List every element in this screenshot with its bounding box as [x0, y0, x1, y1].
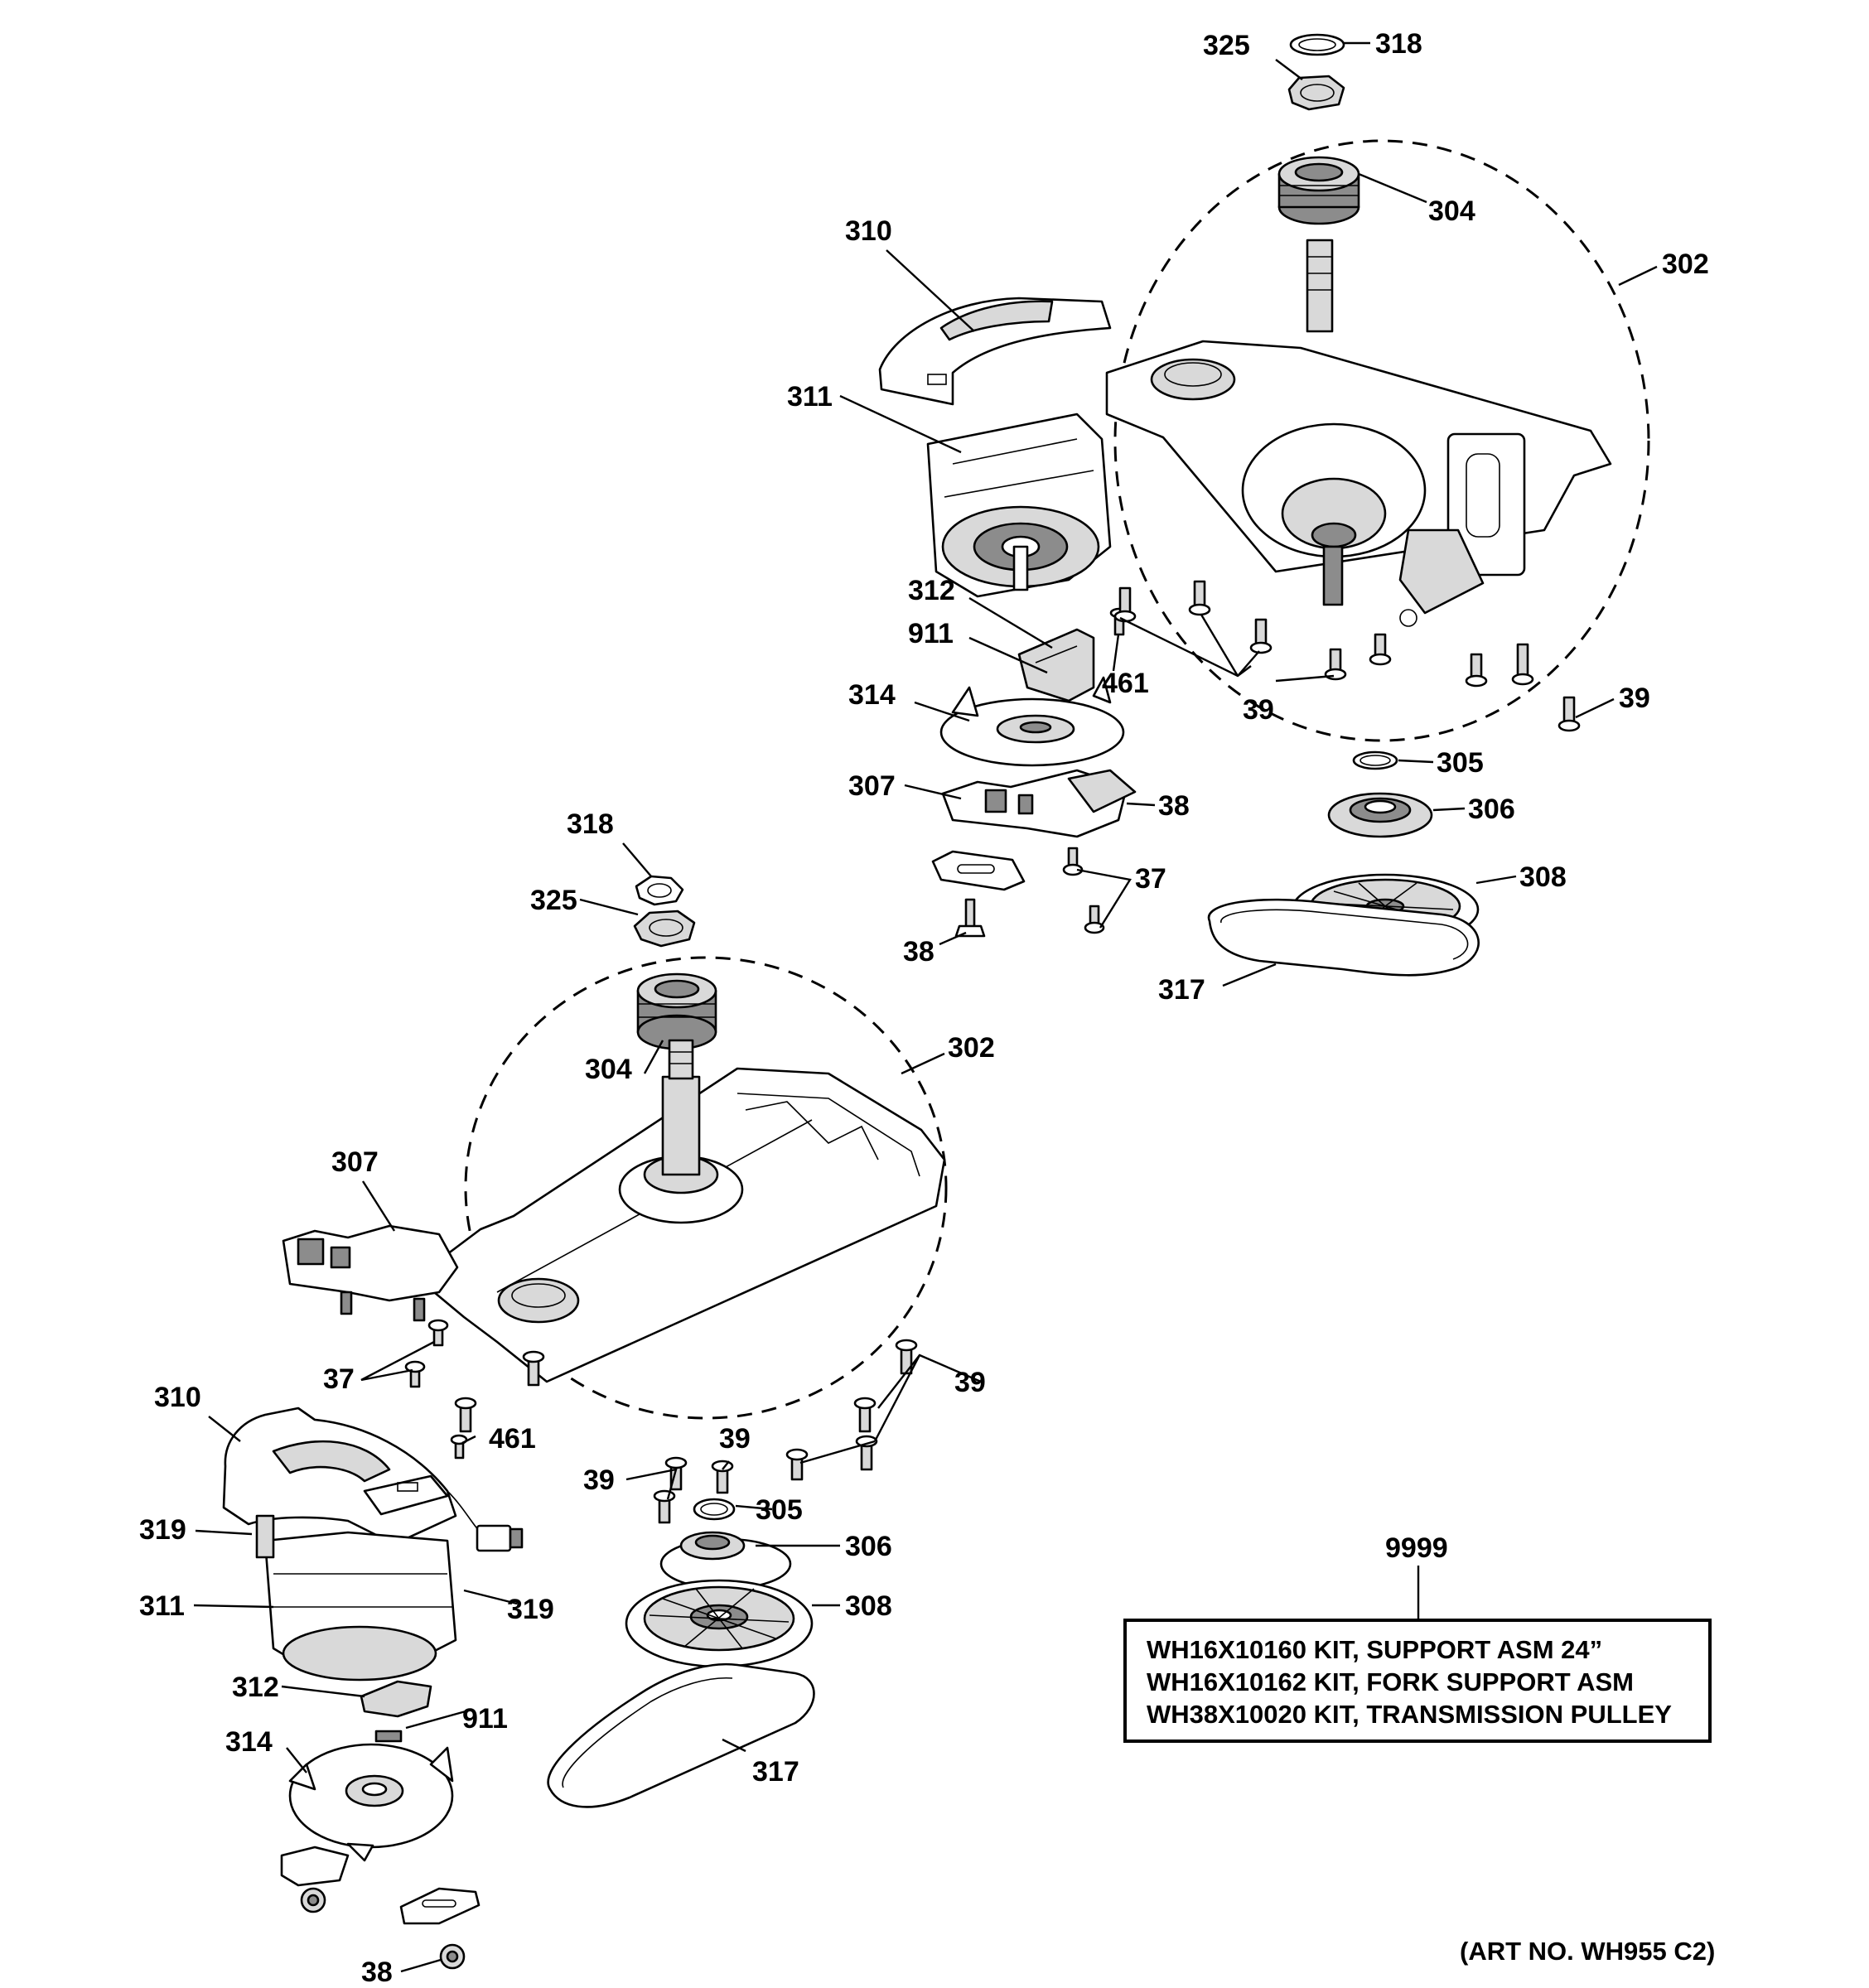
callout-upper-307: 307 — [848, 770, 896, 802]
upper-callouts: 325 318 304 302 310 311 312 911 461 314 … — [787, 28, 1709, 1006]
upper-part-38-screw — [954, 898, 986, 938]
upper-part-37-screws — [1062, 847, 1105, 934]
lower-part-304 — [636, 972, 717, 1050]
lower-part-38-screws — [300, 1887, 466, 1970]
lower-part-314 — [288, 1743, 454, 1862]
callout-lower-325: 325 — [530, 885, 577, 916]
callout-lower-314: 314 — [225, 1726, 273, 1758]
upper-part-311 — [926, 413, 1112, 598]
lower-part-461 — [450, 1434, 468, 1460]
upper-part-312-911 — [1017, 628, 1095, 702]
callout-upper-39b: 39 — [1619, 683, 1650, 714]
callout-upper-911: 911 — [908, 618, 954, 649]
lower-part-37-screws — [404, 1319, 449, 1388]
lower-part-306 — [659, 1531, 792, 1590]
callout-upper-306: 306 — [1468, 794, 1515, 825]
callout-lower-311: 311 — [139, 1590, 185, 1622]
upper-part-38-plate — [931, 850, 1026, 891]
lower-part-318 — [635, 875, 684, 906]
leader-lines — [193, 41, 1658, 1973]
lower-part-38-plates — [280, 1846, 481, 1925]
callout-upper-325: 325 — [1203, 30, 1250, 61]
lower-callouts: 318 325 302 304 307 37 39 310 461 39 39 … — [139, 808, 995, 1988]
callout-upper-302: 302 — [1662, 248, 1709, 280]
upper-part-39-screws — [1113, 580, 1581, 732]
art-number: (ART NO. WH955 C2) — [1460, 1937, 1716, 1966]
lower-part-302-plate — [432, 1039, 946, 1383]
callout-upper-39a: 39 — [1243, 694, 1274, 726]
kit-line-support-asm: WH16X10160 KIT, SUPPORT ASM 24” — [1147, 1635, 1603, 1664]
callout-lower-308: 308 — [845, 1590, 892, 1622]
upper-part-304 — [1277, 156, 1360, 225]
callout-upper-304: 304 — [1428, 195, 1475, 227]
callout-lower-911: 911 — [462, 1703, 508, 1735]
callout-upper-37: 37 — [1135, 863, 1166, 895]
lower-part-39-screws-right — [785, 1339, 918, 1481]
upper-302-boundary — [1113, 139, 1650, 742]
callout-lower-461: 461 — [489, 1423, 536, 1455]
lower-part-317 — [547, 1662, 815, 1808]
upper-part-318 — [1289, 33, 1345, 56]
upper-part-306 — [1327, 792, 1433, 838]
callout-upper-38b: 38 — [903, 936, 934, 967]
callout-lower-319a: 319 — [139, 1514, 186, 1546]
callout-lower-304: 304 — [585, 1054, 632, 1085]
callout-lower-39a: 39 — [954, 1367, 986, 1398]
lower-part-310 — [222, 1407, 457, 1546]
callout-lower-39c: 39 — [583, 1464, 615, 1496]
lower-part-311 — [255, 1514, 457, 1682]
callout-upper-317: 317 — [1158, 974, 1205, 1006]
callout-upper-312: 312 — [908, 575, 955, 606]
lower-302-boundary — [464, 956, 948, 1420]
callout-lower-307: 307 — [331, 1146, 379, 1178]
callout-lower-317: 317 — [752, 1756, 799, 1788]
lower-part-312-911 — [360, 1680, 432, 1743]
callout-upper-461: 461 — [1102, 668, 1149, 699]
callout-lower-310: 310 — [154, 1382, 201, 1413]
callout-lower-319b: 319 — [507, 1594, 554, 1625]
lower-part-307 — [282, 1224, 459, 1322]
kit-line-transmission-pulley: WH38X10020 KIT, TRANSMISSION PULLEY — [1147, 1700, 1672, 1729]
callout-upper-310: 310 — [845, 215, 892, 247]
callout-kit-9999: 9999 — [1385, 1532, 1448, 1564]
lower-part-39-screws-left — [454, 1350, 545, 1433]
lower-part-325 — [633, 910, 696, 948]
upper-part-307 — [941, 769, 1137, 838]
callout-lower-306: 306 — [845, 1531, 892, 1562]
callout-lower-37: 37 — [323, 1363, 355, 1395]
callout-lower-318: 318 — [567, 808, 614, 840]
kit-line-fork-support-asm: WH16X10162 KIT, FORK SUPPORT ASM — [1147, 1667, 1634, 1696]
lower-assembly — [222, 875, 948, 1970]
upper-part-302-plate — [1105, 340, 1612, 627]
callout-upper-314: 314 — [848, 679, 896, 711]
upper-part-314 — [939, 676, 1125, 767]
upper-part-310 — [878, 297, 1112, 406]
upper-shaft — [1306, 239, 1334, 333]
upper-part-305 — [1352, 750, 1398, 770]
callout-upper-311: 311 — [787, 381, 833, 413]
callout-lower-39b: 39 — [719, 1423, 751, 1455]
lower-connector — [447, 1490, 524, 1552]
upper-part-317 — [1207, 898, 1480, 977]
callout-upper-38a: 38 — [1158, 790, 1190, 822]
callout-lower-305: 305 — [756, 1494, 803, 1526]
callout-lower-312: 312 — [232, 1672, 279, 1703]
lower-part-305 — [693, 1498, 736, 1521]
kit-list-box: WH16X10160 KIT, SUPPORT ASM 24” WH16X101… — [1123, 1619, 1712, 1743]
callout-upper-318: 318 — [1375, 28, 1422, 60]
callout-lower-302: 302 — [948, 1032, 995, 1064]
lower-part-308 — [625, 1579, 814, 1668]
upper-assembly — [878, 33, 1650, 977]
upper-part-325 — [1287, 75, 1345, 111]
callout-upper-308: 308 — [1519, 861, 1567, 893]
callout-lower-38: 38 — [361, 1957, 393, 1988]
callout-upper-305: 305 — [1437, 747, 1484, 779]
